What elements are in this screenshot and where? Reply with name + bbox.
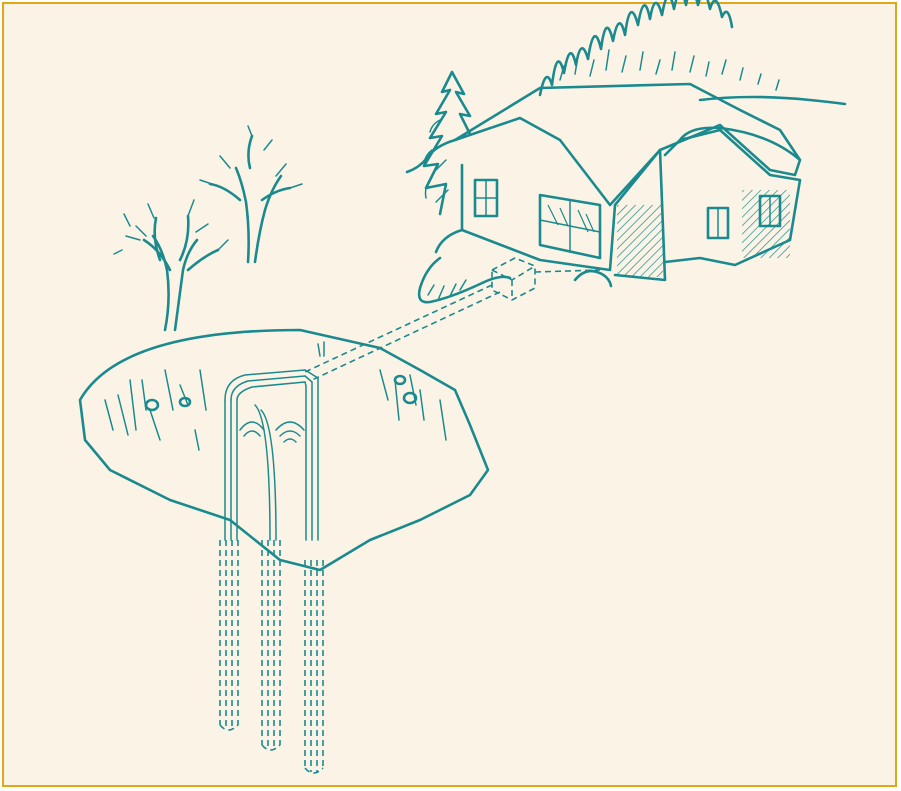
heat-pump-unit xyxy=(492,258,600,300)
connecting-pipes xyxy=(305,285,500,380)
ground-block xyxy=(80,330,488,570)
bare-trees xyxy=(114,126,302,330)
forest-treeline xyxy=(540,0,845,104)
ground-loop-pipes xyxy=(225,370,318,540)
house xyxy=(407,84,800,302)
boreholes xyxy=(220,540,323,773)
